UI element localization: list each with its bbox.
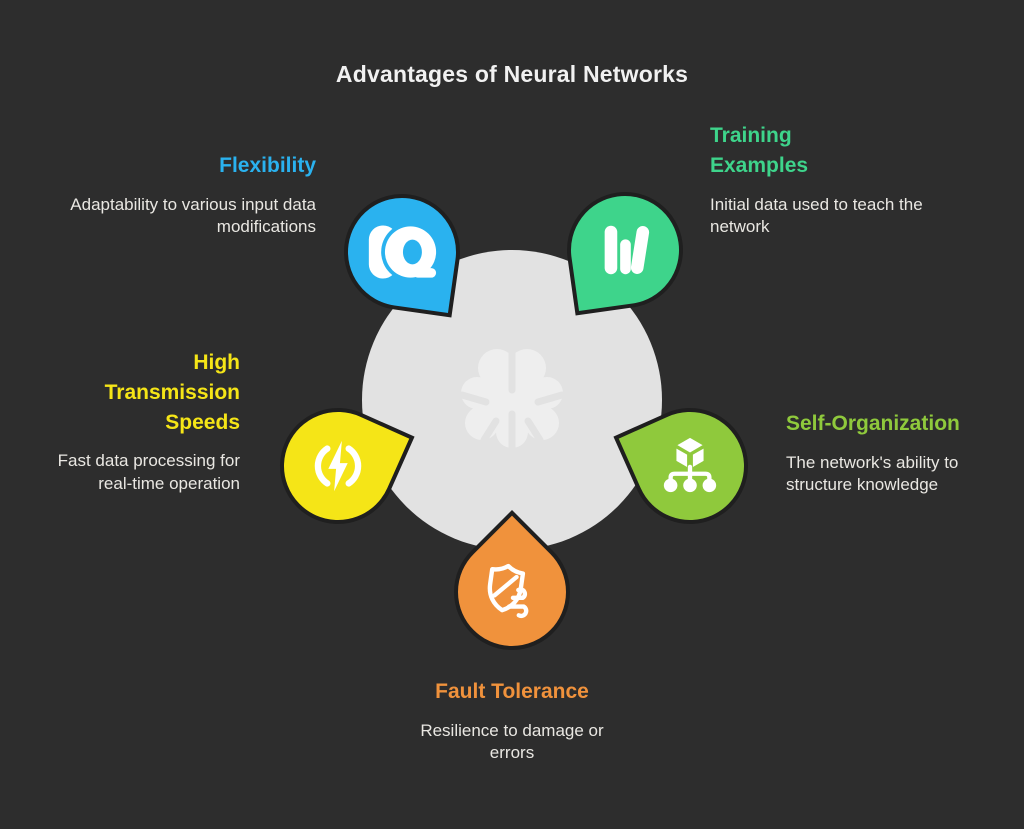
brain-icon bbox=[450, 338, 574, 462]
flexibility-description: Adaptability to various input data modif… bbox=[70, 194, 316, 237]
tape-roll-icon bbox=[348, 198, 456, 306]
training-examples-heading: Training Examples bbox=[710, 124, 809, 177]
hierarchy-cube-icon bbox=[636, 412, 744, 520]
fault-tolerance-heading: Fault Tolerance bbox=[435, 680, 589, 703]
self-organization-heading: Self-Organization bbox=[786, 412, 960, 435]
flexibility-heading: Flexibility bbox=[219, 154, 316, 177]
power-bolt-icon bbox=[284, 412, 392, 520]
shield-wind-icon bbox=[458, 538, 566, 646]
high-transmission-speeds-heading: High Transmission Speeds bbox=[104, 351, 240, 434]
petal-self-organization bbox=[613, 389, 767, 543]
high-transmission-speeds-label-block: High Transmission Speeds Fast data proce… bbox=[28, 348, 240, 495]
flexibility-label-block: Flexibility Adaptability to various inpu… bbox=[36, 151, 316, 239]
training-examples-description: Initial data used to teach the network bbox=[710, 194, 923, 237]
high-transmission-speeds-description: Fast data processing for real-time opera… bbox=[57, 451, 240, 493]
self-organization-label-block: Self-Organization The network's ability … bbox=[786, 409, 1016, 497]
fault-tolerance-label-block: Fault Tolerance Resilience to damage or … bbox=[362, 677, 662, 765]
fault-tolerance-description: Resilience to damage or errors bbox=[420, 720, 604, 763]
books-icon bbox=[571, 196, 679, 304]
petal-training-examples bbox=[559, 184, 691, 316]
petal-fault-tolerance bbox=[429, 509, 595, 675]
training-examples-label-block: Training Examples Initial data used to t… bbox=[710, 121, 960, 239]
petal-high-transmission-speeds bbox=[261, 389, 415, 543]
petal-flexibility bbox=[336, 186, 468, 318]
self-organization-description: The network's ability to structure knowl… bbox=[786, 452, 959, 495]
page-title: Advantages of Neural Networks bbox=[335, 61, 689, 87]
